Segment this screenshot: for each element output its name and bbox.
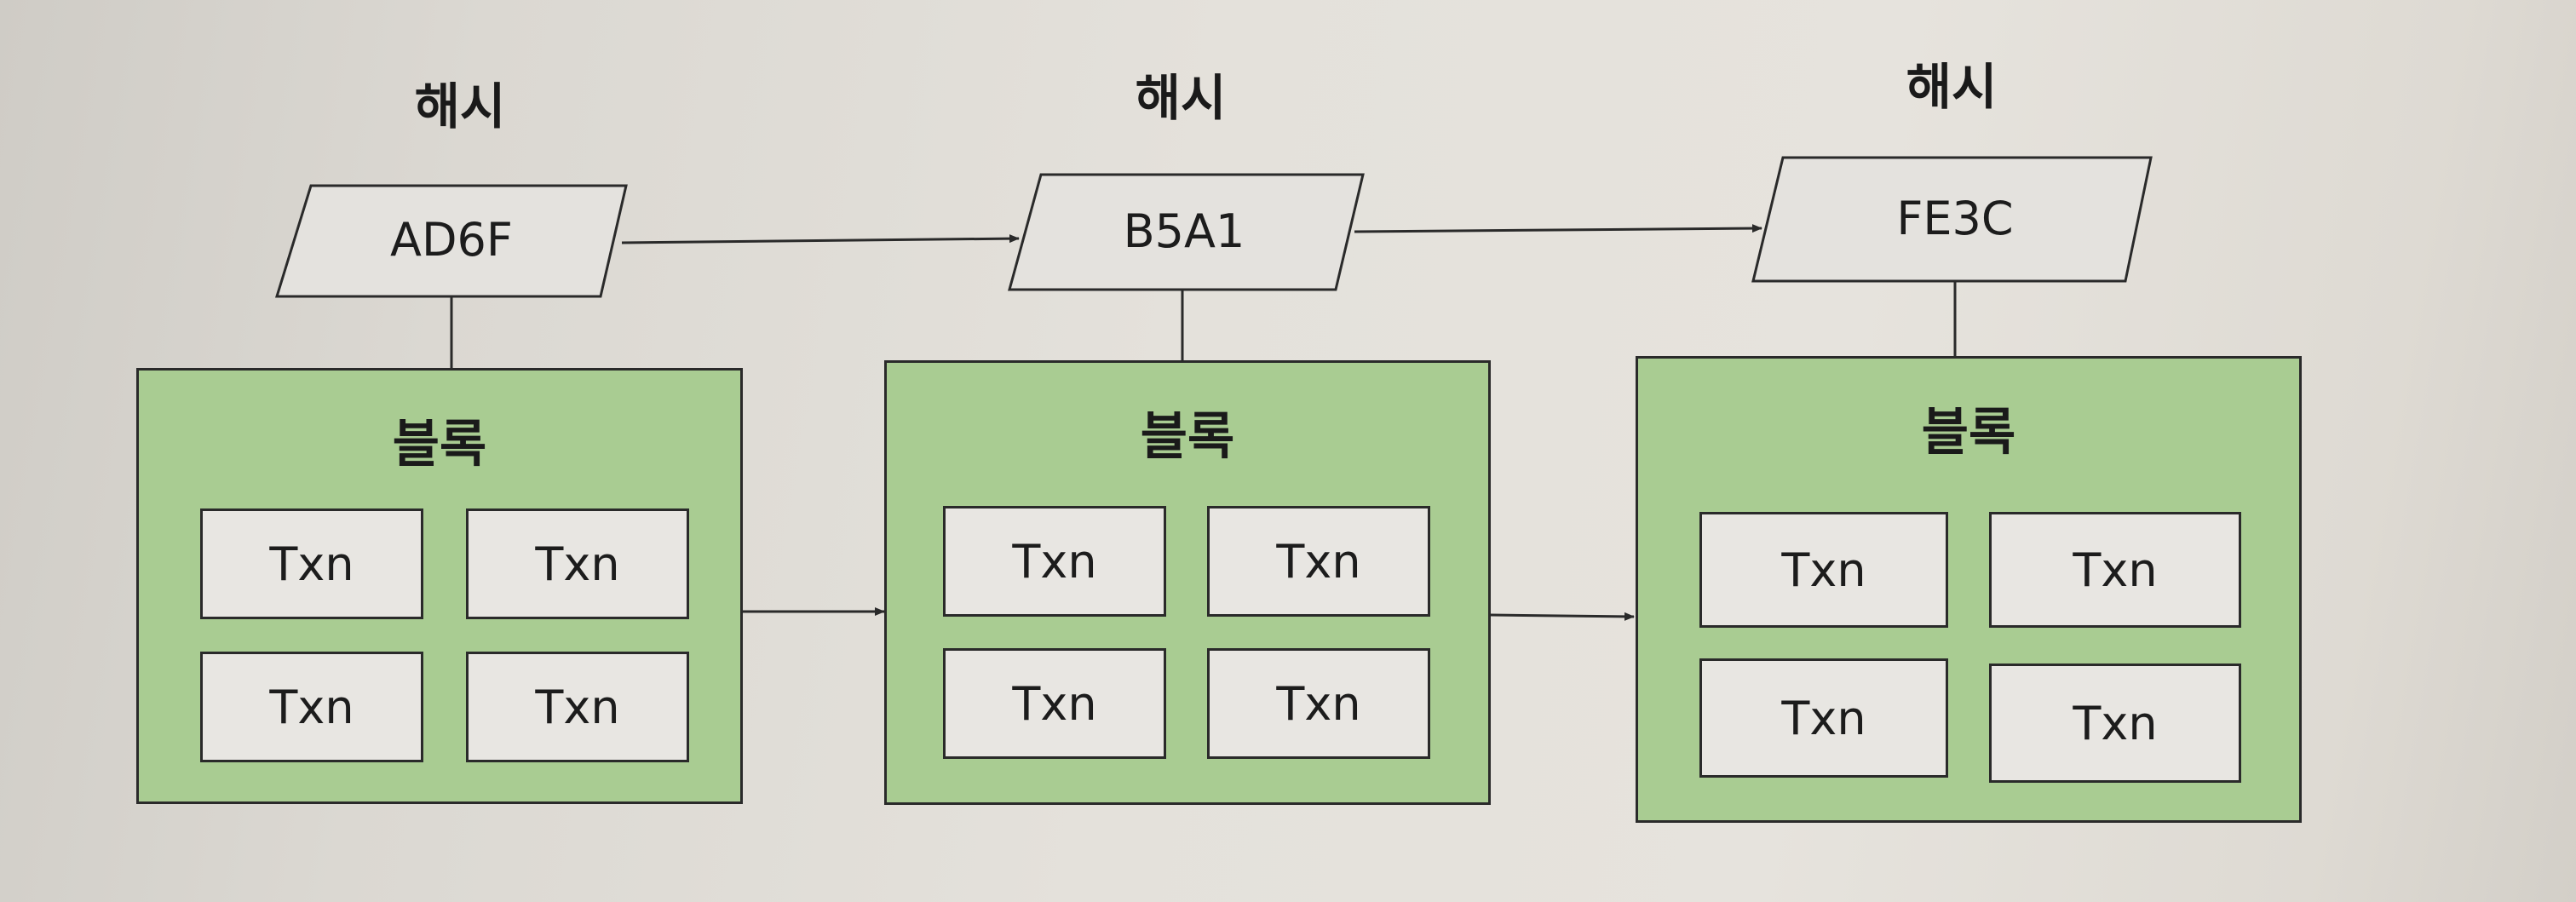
block-title-3: 블록 <box>1921 403 2016 462</box>
txn-2-2: Txn <box>1207 506 1430 617</box>
hash-arrow-1 <box>621 234 1020 244</box>
txn-3-2: Txn <box>1989 512 2241 628</box>
block-title-1: 블록 <box>392 415 487 474</box>
txn-1-2: Txn <box>466 508 689 619</box>
hash-title-3: 해시 <box>1906 58 1998 116</box>
txn-3-3: Txn <box>1699 658 1948 778</box>
hash-arrow-2 <box>1354 224 1762 233</box>
txn-2-4: Txn <box>1207 648 1430 759</box>
hash-title-1: 해시 <box>414 78 506 135</box>
txn-3-1: Txn <box>1699 512 1948 628</box>
txn-1-3: Txn <box>200 652 423 762</box>
block-title-2: 블록 <box>1140 407 1235 467</box>
txn-1-4: Txn <box>466 652 689 762</box>
txn-2-3: Txn <box>943 648 1166 759</box>
block-3: 블록 Txn Txn Txn Txn <box>1636 356 2302 823</box>
block-1: 블록 Txn Txn Txn Txn <box>136 368 743 804</box>
block-arrow-2 <box>1490 612 1635 621</box>
txn-1-1: Txn <box>200 508 423 619</box>
txn-2-1: Txn <box>943 506 1166 617</box>
hash-box-1 <box>274 184 628 298</box>
hash-box-3 <box>1751 156 2153 283</box>
block-2: 블록 Txn Txn Txn Txn <box>884 360 1491 805</box>
hash-title-2: 해시 <box>1135 69 1227 127</box>
hash-value-3: FE3C <box>1896 192 2014 245</box>
hash-value-2: B5A1 <box>1123 204 1245 258</box>
hash-box-2 <box>1008 173 1365 291</box>
txn-3-4: Txn <box>1989 664 2241 783</box>
hash-value-1: AD6F <box>390 213 513 267</box>
